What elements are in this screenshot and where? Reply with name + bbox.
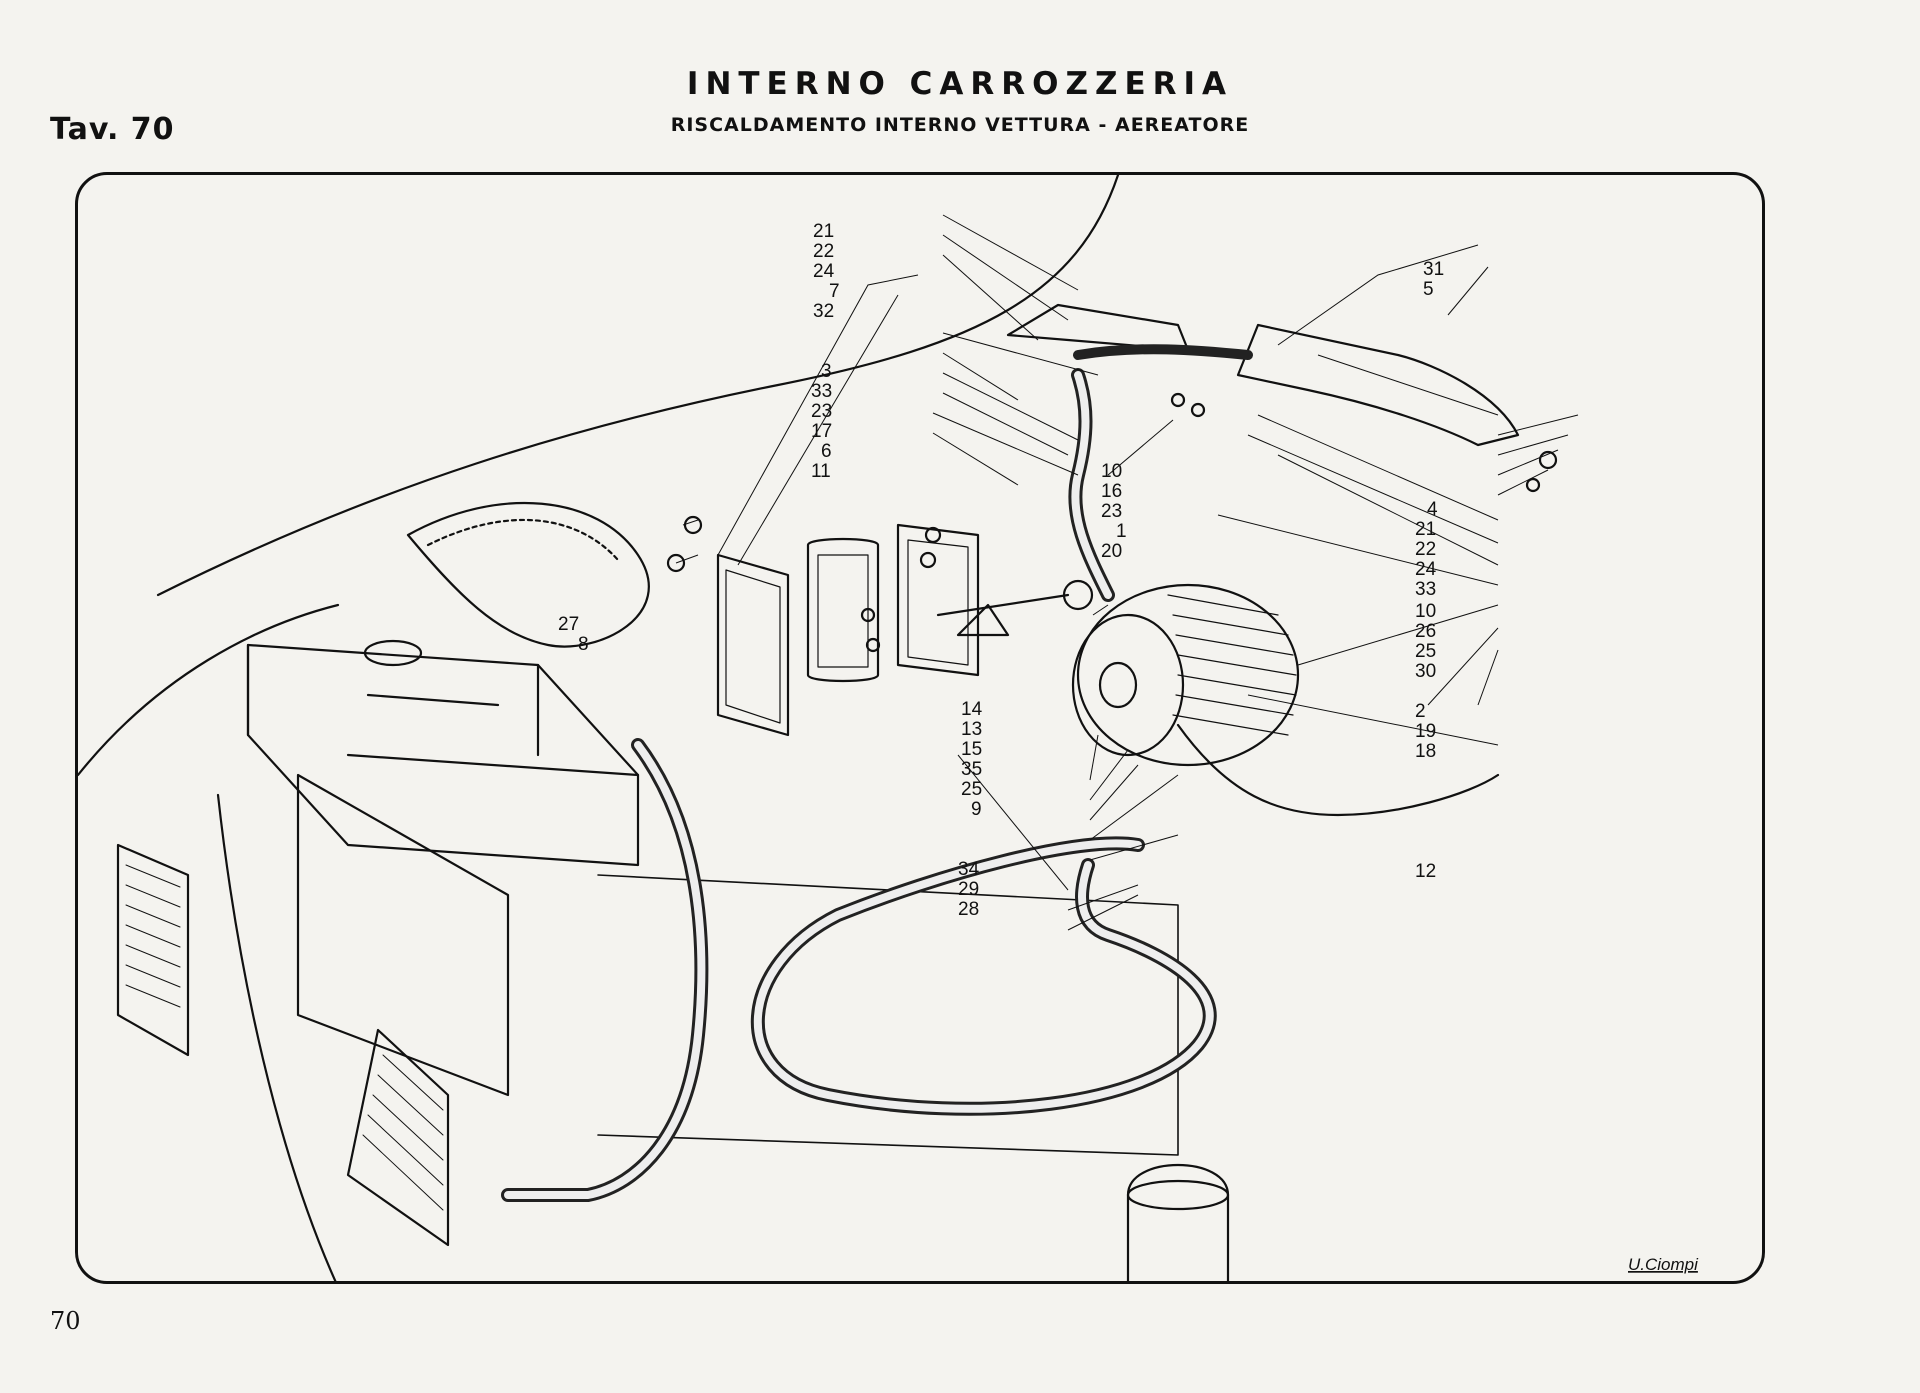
callout-25: 25 [1415, 641, 1436, 662]
callout-7: 7 [829, 281, 840, 302]
callout-29: 29 [958, 879, 979, 900]
callout-32: 32 [813, 301, 834, 322]
callout-21: 21 [1415, 519, 1436, 540]
callout-24: 24 [1415, 559, 1437, 580]
callout-18: 18 [1415, 741, 1436, 762]
callout-30: 30 [1415, 661, 1436, 682]
callout-27: 27 [558, 614, 579, 635]
callout-35: 35 [961, 759, 982, 780]
callout-14: 14 [961, 699, 983, 720]
cable-18 [1176, 723, 1500, 817]
callout-22: 22 [1415, 539, 1436, 560]
grille-front [116, 843, 190, 1057]
heater-frame-7 [716, 553, 790, 737]
gasket-11 [806, 537, 880, 683]
callout-13: 13 [961, 719, 982, 740]
page-subtitle: RISCALDAMENTO INTERNO VETTURA - AEREATOR… [670, 114, 1250, 136]
callout-34: 34 [958, 859, 980, 880]
callout-23: 23 [811, 401, 832, 422]
page-title: INTERNO CARROZZERIA [686, 66, 1234, 102]
artist-signature: U.Ciompi [1628, 1255, 1699, 1274]
callout-20: 20 [1101, 541, 1122, 562]
callout-8: 8 [578, 634, 589, 655]
cowl-shape [406, 501, 650, 648]
air-duct-left [1006, 303, 1190, 352]
filter-canister [1126, 1163, 1230, 1281]
callout-2: 2 [1415, 701, 1426, 722]
plate-number: Tav. 70 [50, 112, 175, 147]
tank-cap [363, 639, 423, 667]
lower-body-line [216, 793, 337, 1281]
callout-10: 10 [1101, 461, 1122, 482]
callout-1: 1 [1116, 521, 1127, 542]
fender-line [78, 603, 340, 777]
expansion-tank [246, 643, 640, 867]
callout-11: 11 [811, 461, 831, 482]
lever-13 [936, 593, 1070, 617]
callout-3: 3 [821, 361, 832, 382]
callout-21: 21 [813, 221, 834, 242]
callout-33: 33 [1415, 579, 1436, 600]
callout-22: 22 [813, 241, 834, 262]
callout-23: 23 [1101, 501, 1122, 522]
air-duct-5 [1236, 323, 1520, 447]
callout-4: 4 [1427, 499, 1438, 520]
callout-17: 17 [811, 421, 832, 442]
callout-33: 33 [811, 381, 832, 402]
callout-19: 19 [1415, 721, 1436, 742]
callout-5: 5 [1423, 279, 1434, 300]
heater-core-6 [896, 523, 980, 677]
callout-16: 16 [1101, 481, 1122, 502]
callout-31: 31 [1423, 259, 1444, 280]
callout-28: 28 [958, 899, 979, 920]
callout-24: 24 [813, 261, 835, 282]
callout-12: 12 [1415, 861, 1436, 882]
callout-15: 15 [961, 739, 982, 760]
blower-motor-2 [1076, 583, 1300, 767]
callout-6: 6 [821, 441, 832, 462]
callout-9: 9 [971, 799, 982, 820]
exploded-view-drawing: 2122247323332317611101623120278141315352… [78, 175, 1699, 1281]
grille-lower [346, 1028, 450, 1247]
callout-26: 26 [1415, 621, 1436, 642]
page-number: 70 [50, 1307, 81, 1335]
callout-10: 10 [1415, 601, 1436, 622]
body-panel-line [156, 175, 1120, 597]
callout-25: 25 [961, 779, 982, 800]
heater-hose-2 [750, 836, 1217, 1116]
